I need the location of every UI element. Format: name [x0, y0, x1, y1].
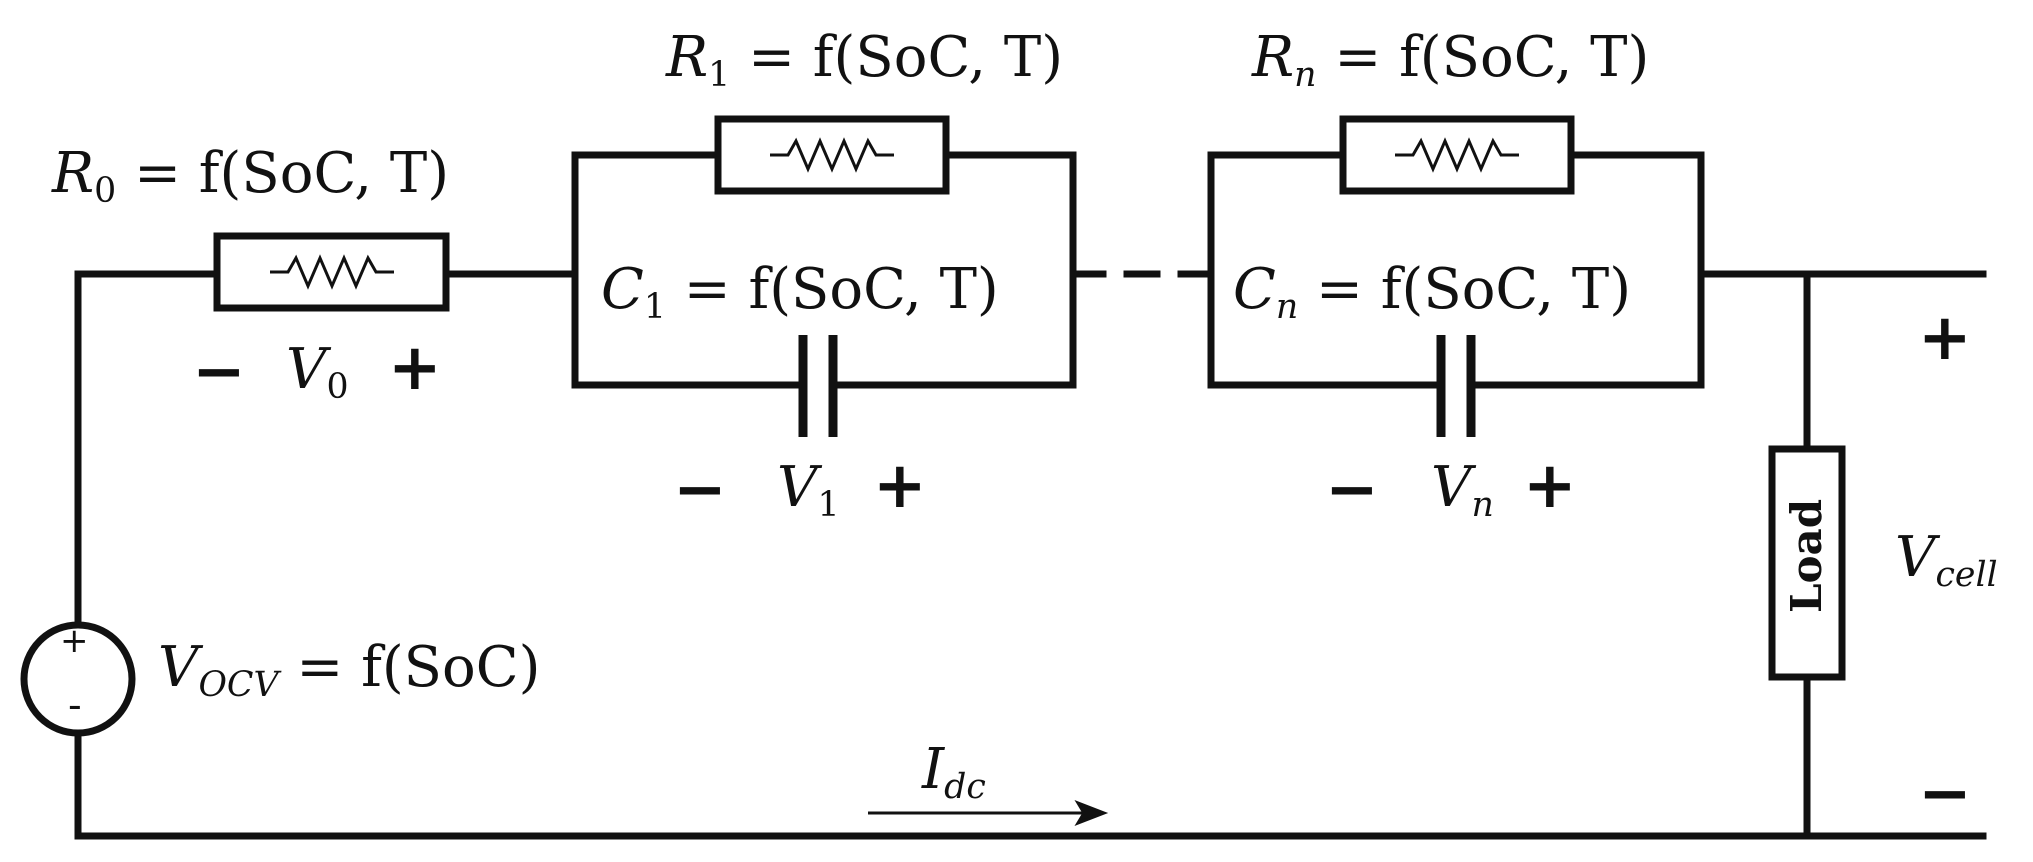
resistor-rn — [1339, 115, 1575, 195]
source-minus-sign: - — [68, 683, 82, 727]
label-idc: Idc — [922, 737, 986, 807]
zigzag-r0 — [270, 254, 394, 290]
source-plus-sign: + — [60, 621, 89, 661]
v1-minus-sign: − — [673, 453, 727, 527]
vn-minus-sign: − — [1325, 453, 1379, 527]
label-vcell: Vcell — [1895, 525, 1998, 595]
load-label: Load — [1782, 498, 1831, 613]
current-arrow-head — [1074, 800, 1109, 826]
v0-minus-sign: − — [192, 335, 246, 409]
vcell-plus-sign: + — [1918, 301, 1972, 375]
vn-plus-sign: + — [1523, 449, 1577, 523]
vcell-minus-sign: − — [1918, 757, 1972, 831]
label-vocv: VOCV = f(SoC) — [158, 635, 541, 705]
resistor-r1 — [714, 115, 950, 195]
zigzag-rn — [1395, 137, 1519, 173]
label-r1: R1 = f(SoC, T) — [666, 25, 1064, 95]
resistor-r0 — [213, 232, 450, 312]
v1-plus-sign: + — [873, 449, 927, 523]
label-rn: Rn = f(SoC, T) — [1252, 25, 1650, 95]
label-c1: C1 = f(SoC, T) — [601, 257, 999, 327]
label-vn: Vn — [1431, 455, 1494, 525]
voltage-source — [20, 621, 136, 737]
v0-plus-sign: + — [388, 331, 442, 405]
label-v0: V0 — [286, 337, 349, 407]
zigzag-r1 — [770, 137, 894, 173]
label-cn: Cn = f(SoC, T) — [1233, 257, 1632, 327]
label-r0: R0 = f(SoC, T) — [52, 141, 450, 211]
load-box — [1768, 445, 1846, 681]
label-v1: V1 — [777, 455, 840, 525]
